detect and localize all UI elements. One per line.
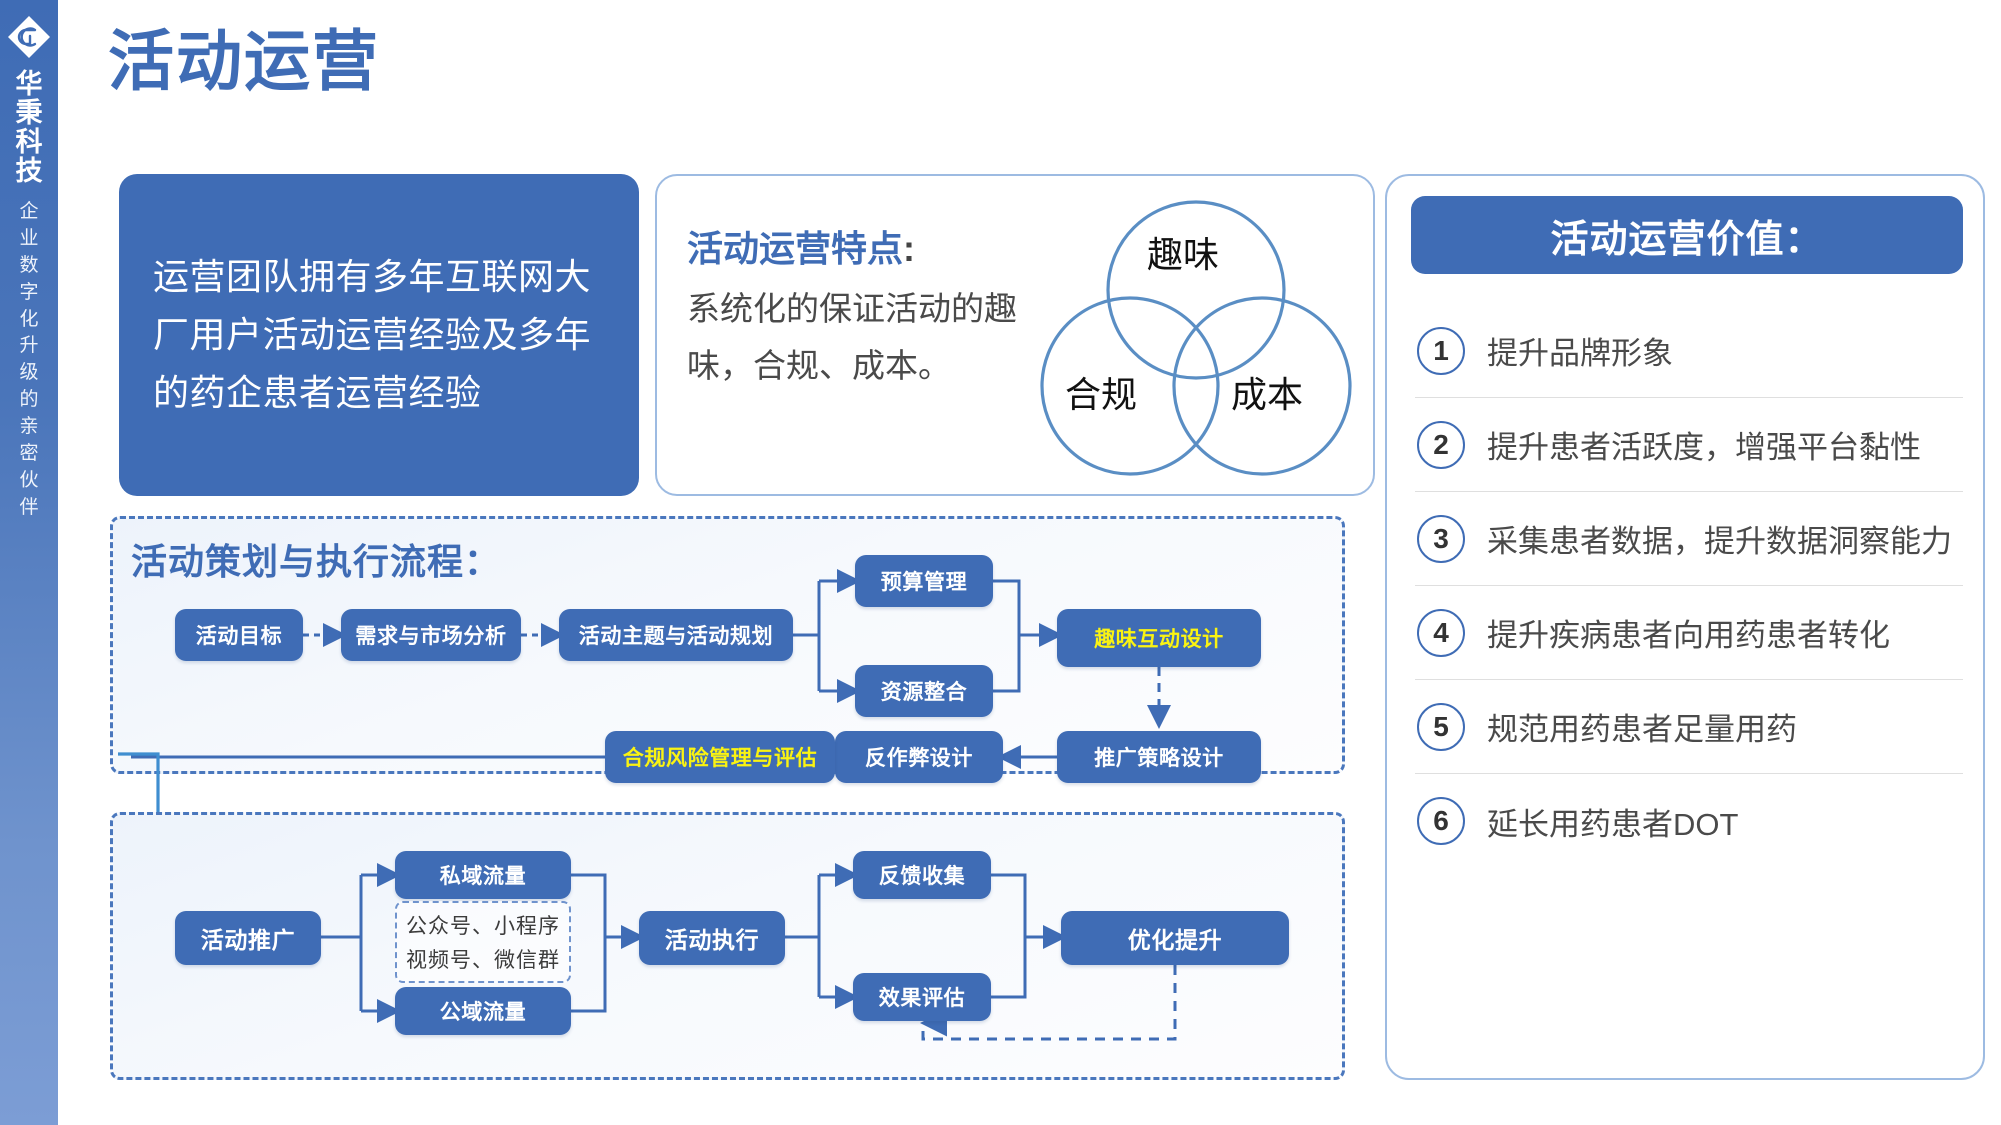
node-resource-integration[interactable]: 资源整合 — [855, 665, 993, 717]
value-item-number: 6 — [1417, 797, 1465, 845]
brand-name: 华 秉 科 技 — [15, 69, 43, 187]
value-item[interactable]: 6 延长用药患者DOT — [1415, 774, 1963, 868]
feature-card-title-colon: : — [903, 228, 916, 269]
node-activity-promotion[interactable]: 活动推广 — [175, 911, 321, 965]
value-item-number: 5 — [1417, 702, 1465, 751]
diamond-swirl-logo-icon — [6, 14, 52, 60]
node-private-traffic[interactable]: 私域流量 — [395, 851, 571, 899]
brand-char-1: 秉 — [15, 98, 43, 129]
feature-card: 活动运营特点: 系统化的保证活动的趣味，合规、成本。 趣味 合规 成本 — [655, 174, 1375, 496]
brand-char-3: 技 — [15, 156, 43, 187]
value-item[interactable]: 5 规范用药患者足量用药 — [1415, 680, 1963, 774]
node-anti-cheat-design[interactable]: 反作弊设计 — [835, 731, 1003, 783]
node-promotion-strategy-design[interactable]: 推广策略设计 — [1057, 731, 1261, 783]
value-item-number: 4 — [1417, 608, 1465, 657]
planning-flow-heading: 活动策划与执行流程： — [131, 541, 502, 582]
venn-diagram: 趣味 合规 成本 — [1035, 194, 1357, 484]
node-budget-management[interactable]: 预算管理 — [855, 555, 993, 607]
value-item-text: 延长用药患者DOT — [1487, 806, 1739, 842]
execution-flow-panel: 活动推广 私域流量 公众号、小程序 视频号、微信群 公域流量 活动执行 反馈收集… — [110, 812, 1345, 1080]
value-item-text: 提升疾病患者向用药患者转化 — [1487, 618, 1890, 653]
tagline-char-0: 企 — [19, 200, 39, 222]
node-feedback-collection[interactable]: 反馈收集 — [853, 851, 991, 899]
tagline-char-3: 字 — [19, 281, 39, 303]
feature-card-title: 活动运营特点: — [687, 220, 915, 272]
intro-card-text: 运营团队拥有多年互联网大厂用户活动运营经验及多年的药企患者运营经验 — [153, 255, 592, 414]
value-item[interactable]: 2 提升患者活跃度，增强平台黏性 — [1415, 398, 1963, 492]
intro-card: 运营团队拥有多年互联网大厂用户活动运营经验及多年的药企患者运营经验 — [119, 174, 639, 496]
page-title: 活动运营 — [108, 24, 380, 98]
node-fun-interaction-design[interactable]: 趣味互动设计 — [1057, 609, 1261, 667]
node-public-traffic[interactable]: 公域流量 — [395, 987, 571, 1035]
private-channel-line-0: 公众号、小程序 — [406, 915, 560, 938]
tagline-char-9: 密 — [19, 443, 39, 465]
node-optimization-improvement[interactable]: 优化提升 — [1061, 911, 1289, 965]
private-traffic-channels: 公众号、小程序 视频号、微信群 — [395, 901, 571, 983]
tagline-char-11: 伴 — [19, 497, 39, 519]
value-item-text: 提升品牌形象 — [1487, 336, 1673, 371]
node-activity-goal[interactable]: 活动目标 — [175, 609, 303, 661]
venn-label-top: 趣味 — [1147, 234, 1220, 275]
private-channel-line-1: 视频号、微信群 — [406, 949, 560, 972]
value-card: 活动运营价值： 1 提升品牌形象 2 提升患者活跃度，增强平台黏性 3 采集患者… — [1385, 174, 1985, 1080]
node-effect-evaluation[interactable]: 效果评估 — [853, 973, 991, 1021]
feature-card-body: 系统化的保证活动的趣味，合规、成本。 — [687, 290, 1017, 384]
tagline-char-8: 亲 — [19, 416, 39, 438]
value-list: 1 提升品牌形象 2 提升患者活跃度，增强平台黏性 3 采集患者数据，提升数据洞… — [1415, 304, 1963, 868]
value-item-number: 2 — [1417, 420, 1465, 469]
value-item-text: 采集患者数据，提升数据洞察能力 — [1487, 524, 1952, 559]
value-item-number: 1 — [1417, 326, 1465, 375]
value-card-header: 活动运营价值： — [1411, 196, 1963, 274]
tagline-char-7: 的 — [19, 389, 39, 411]
brand-sidebar: 华 秉 科 技 企 业 数 字 化 升 级 的 亲 密 伙 伴 — [0, 0, 58, 1125]
node-theme-planning[interactable]: 活动主题与活动规划 — [559, 609, 793, 661]
feature-card-title-text: 活动运营特点 — [687, 228, 904, 269]
node-activity-execution[interactable]: 活动执行 — [639, 911, 785, 965]
node-demand-market-analysis[interactable]: 需求与市场分析 — [341, 609, 521, 661]
value-item[interactable]: 4 提升疾病患者向用药患者转化 — [1415, 586, 1963, 680]
tagline-char-5: 升 — [19, 335, 39, 357]
tagline-char-4: 化 — [19, 308, 39, 330]
tagline-char-1: 业 — [19, 227, 39, 249]
venn-label-right: 成本 — [1231, 374, 1304, 415]
venn-label-left: 合规 — [1065, 374, 1138, 415]
value-item-text: 规范用药患者足量用药 — [1487, 712, 1797, 747]
brand-char-0: 华 — [15, 69, 43, 99]
brand-tagline: 企 业 数 字 化 升 级 的 亲 密 伙 伴 — [19, 199, 38, 523]
tagline-char-2: 数 — [19, 254, 39, 276]
tagline-char-6: 级 — [19, 362, 39, 384]
value-card-header-text: 活动运营价值： — [1550, 218, 1824, 261]
value-item-text: 提升患者活跃度，增强平台黏性 — [1487, 430, 1921, 465]
tagline-char-10: 伙 — [19, 470, 39, 492]
value-item[interactable]: 1 提升品牌形象 — [1415, 304, 1963, 398]
brand-char-2: 科 — [15, 127, 43, 158]
value-item[interactable]: 3 采集患者数据，提升数据洞察能力 — [1415, 492, 1963, 586]
node-compliance-risk-management[interactable]: 合规风险管理与评估 — [605, 731, 835, 783]
value-item-number: 3 — [1417, 514, 1465, 563]
